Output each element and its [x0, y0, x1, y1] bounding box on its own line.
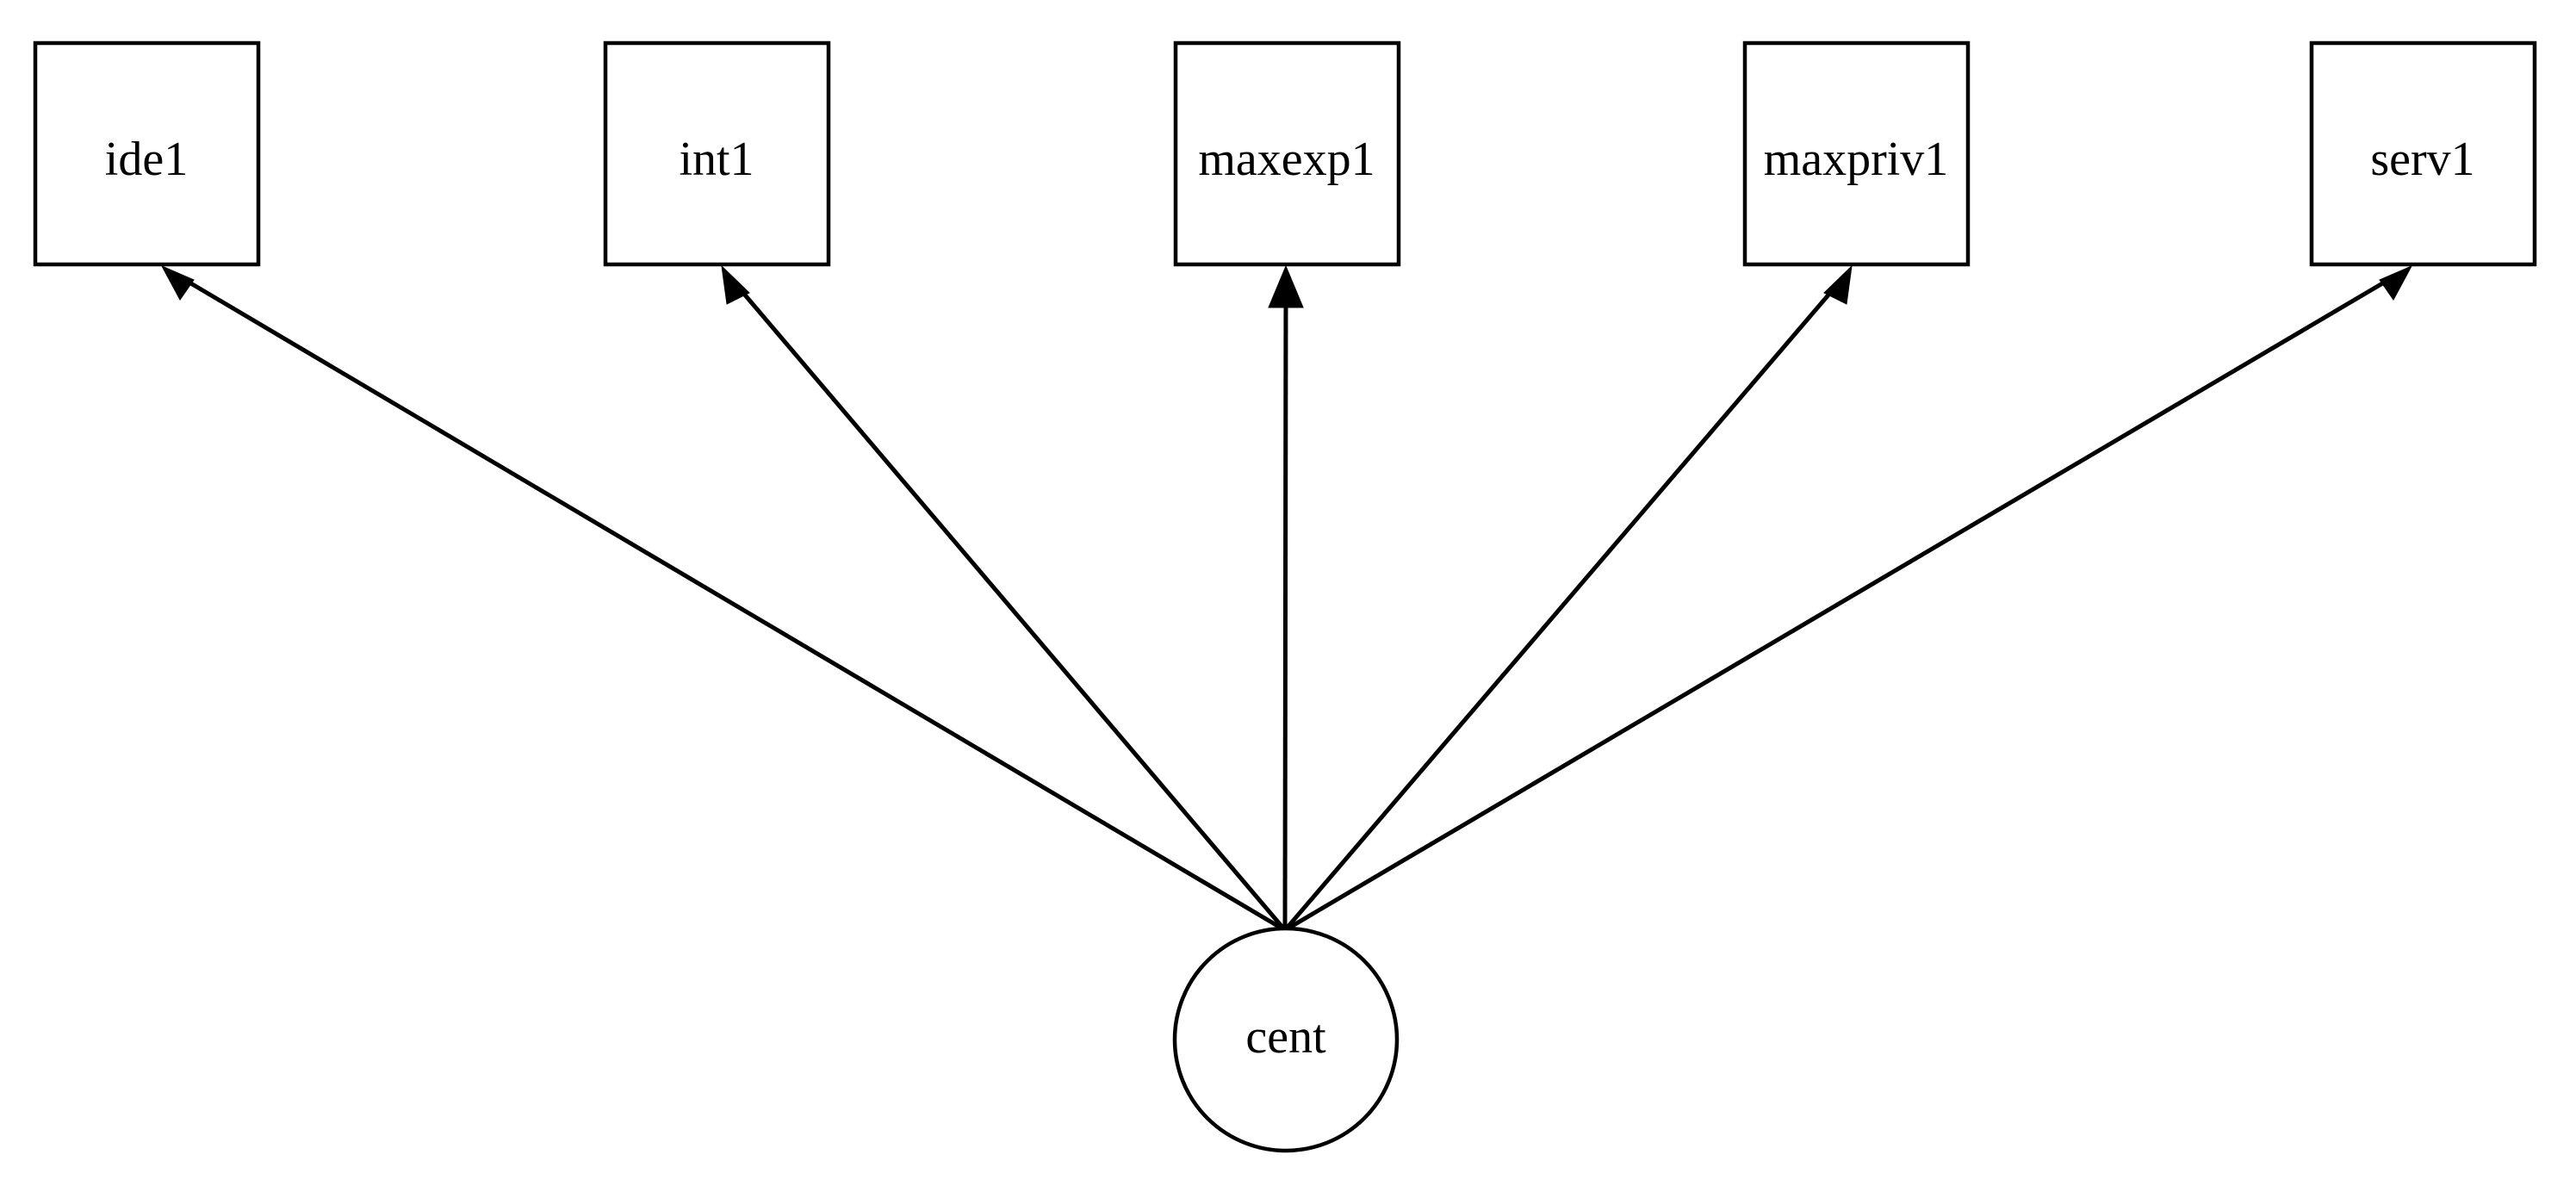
node-maxpriv1[interactable]: maxpriv1 — [1742, 40, 1971, 267]
arrowhead-serv1 — [2379, 264, 2413, 301]
edge-cent-to-serv1[interactable] — [1283, 264, 2413, 933]
edge-cent-to-ide1[interactable] — [160, 264, 1287, 933]
node-int1-rect — [603, 40, 831, 267]
edge-cent-to-int1[interactable] — [721, 264, 1287, 932]
arrowhead-ide1 — [160, 264, 195, 301]
node-serv1-rect — [2309, 40, 2537, 267]
node-serv1[interactable]: serv1 — [2309, 40, 2537, 267]
node-maxexp1-label: maxexp1 — [1198, 133, 1375, 186]
arrowhead-int1 — [721, 264, 750, 305]
node-serv1-label: serv1 — [2370, 133, 2474, 186]
edge-cent-to-maxpriv1[interactable] — [1283, 264, 1853, 932]
arrowhead-maxexp1 — [1268, 264, 1304, 308]
observed-node-group: ide1 int1 maxexp1 maxpriv1 serv1 — [33, 40, 2537, 267]
node-cent[interactable]: cent — [1172, 926, 1400, 1153]
edge-cent-to-maxexp1[interactable] — [1268, 264, 1304, 931]
node-int1[interactable]: int1 — [603, 40, 831, 267]
edge-line-cent-ide1 — [173, 271, 1287, 933]
edge-line-cent-maxexp1 — [1282, 283, 1288, 931]
node-maxpriv1-rect — [1742, 40, 1971, 267]
arrowhead-maxpriv1 — [1823, 264, 1853, 305]
edge-group — [160, 264, 2413, 933]
node-maxpriv1-label: maxpriv1 — [1764, 133, 1949, 186]
node-ide1-label: ide1 — [105, 133, 188, 186]
node-maxexp1-rect — [1173, 40, 1401, 267]
node-cent-label: cent — [1245, 1010, 1326, 1064]
edge-line-cent-maxpriv1 — [1283, 279, 1842, 932]
edge-line-cent-int1 — [731, 279, 1287, 932]
node-maxexp1[interactable]: maxexp1 — [1173, 40, 1401, 267]
edge-line-cent-serv1 — [1283, 271, 2400, 933]
node-cent-ellipse — [1172, 926, 1400, 1153]
node-ide1-rect — [33, 40, 261, 267]
node-int1-label: int1 — [679, 133, 754, 186]
latent-node-group: cent — [1172, 926, 1400, 1153]
node-ide1[interactable]: ide1 — [33, 40, 261, 267]
